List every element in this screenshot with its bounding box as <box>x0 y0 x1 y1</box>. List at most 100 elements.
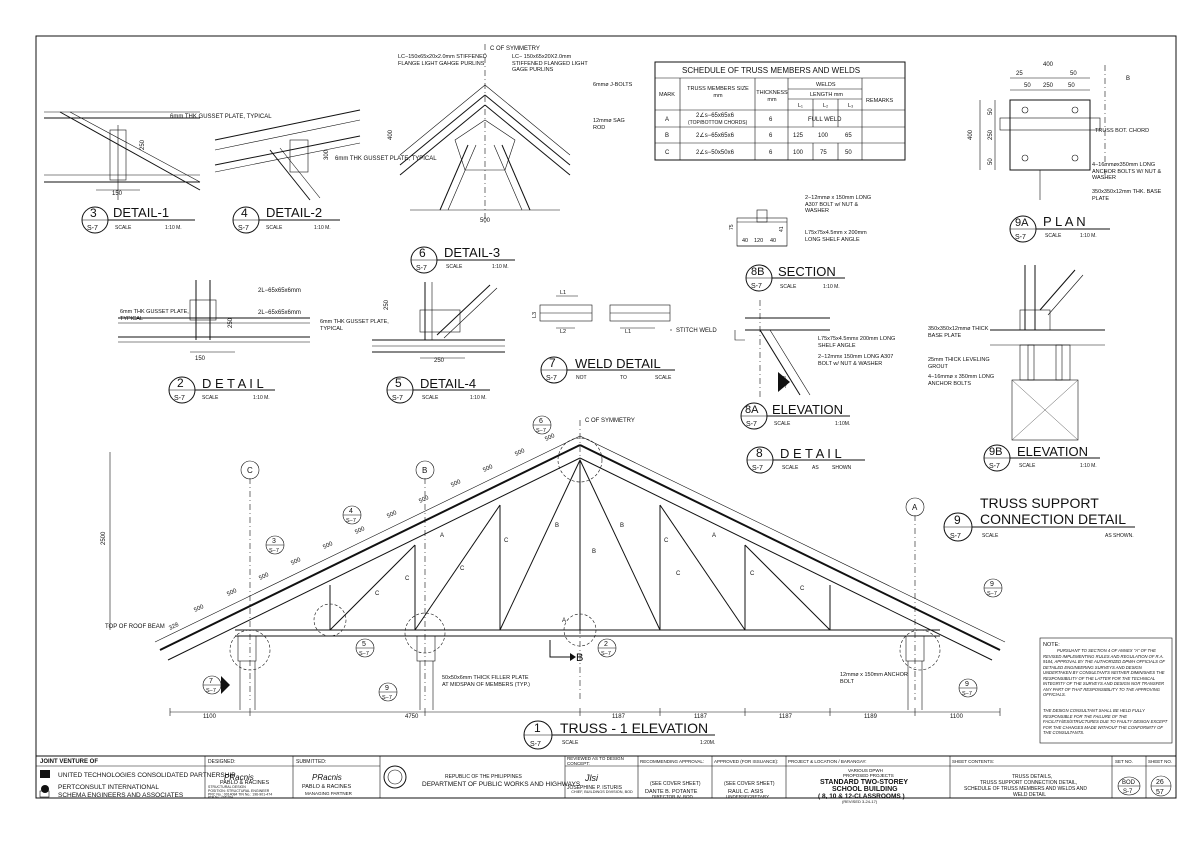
schedule-header-thickness: THICKNESS mm <box>756 90 788 103</box>
detail-9-label-1: TRUSS SUPPORT <box>980 495 1099 511</box>
schedule-header-l1: L₁ <box>798 103 803 109</box>
detail-2b-sheet: S-7 <box>174 395 185 402</box>
elevation-8a-number: 8A <box>745 404 759 416</box>
detail-3-scale: SCALE <box>446 264 463 270</box>
member-mark-b-right: B <box>620 523 624 529</box>
callout-9-left-number: 9 <box>385 685 389 692</box>
row-c-l3: 50 <box>845 150 852 156</box>
tb-approved-name: RAUL C. ASIS <box>728 789 764 795</box>
row-c-thickness: 6 <box>769 150 773 156</box>
elevation-9b-sheet: S-7 <box>989 463 1000 470</box>
detail-2b-label: D E T A I L <box>202 376 264 391</box>
callout-4-number: 4 <box>349 508 353 515</box>
truss-panel-4: 500 <box>290 557 302 567</box>
detail-2b-title: 2 S-7 D E T A I L SCALE 1:10 M. <box>168 376 275 404</box>
dpwh-seal <box>383 765 407 789</box>
elevation-8a-sheet: S-7 <box>746 421 757 428</box>
detail-4-scale: SCALE <box>422 395 439 401</box>
member-mark-a-bottom: A <box>562 618 566 624</box>
section-sheet: S-7 <box>751 283 762 290</box>
callout-2-sheet: S−7 <box>601 651 611 657</box>
detail-2-gusset-note: 6mm THK GUSSET PLATE, TYPICAL <box>335 156 437 162</box>
truss-title-number: 1 <box>534 721 541 735</box>
elevation-9b-title: 9B S-7 ELEVATION SCALE 1:10 M. <box>983 444 1100 472</box>
tb-project-1: VARIOUS DPWH <box>848 768 883 773</box>
truss-section-b: B <box>576 652 583 664</box>
plan-dim-250-left: 250 <box>988 129 994 140</box>
truss-dim-3: 1187 <box>612 714 626 720</box>
detail-2b-drawing: 150 250 2L−65x65x6mm 2L−65x65x6mm 6mm TH… <box>118 280 310 362</box>
elevation-8a-title: 8A S-7 ELEVATION SCALE 1:10M. <box>740 402 850 430</box>
tb-sheet-no-2: 57 <box>1156 789 1164 796</box>
tb-department: DEPARTMENT OF PUBLIC WORKS AND HIGHWAYS <box>422 781 581 788</box>
tb-set-no-label: SET NO. <box>1115 759 1133 764</box>
truss-panel-11: 500 <box>514 448 526 458</box>
detail-4-drawing: 250 250 6mm THK GUSSET PLATE, TYPICAL <box>320 282 505 364</box>
section-scale-value: 1:10 M. <box>823 284 840 290</box>
tb-set-no-1: BOD <box>1122 780 1136 786</box>
schedule-header-length: LENGTH mm <box>810 92 843 98</box>
detail-8-scale: SCALE <box>782 465 799 471</box>
detail-9-sheet: S-7 <box>950 533 961 540</box>
row-b-l1: 125 <box>793 133 804 139</box>
member-mark-b-left: B <box>555 523 559 529</box>
plan-sheet: S-7 <box>1015 234 1026 241</box>
tb-recommending-position: DIRECTOR IV, BOD <box>652 794 694 799</box>
member-mark-c-4: C <box>504 538 509 544</box>
callout-2-number: 2 <box>604 641 608 648</box>
grid-c-label: C <box>247 466 253 475</box>
member-mark-c-1: C <box>375 591 380 597</box>
detail-8-label: D E T A I L <box>780 446 842 461</box>
member-mark-c-2: C <box>405 576 410 582</box>
truss-dim-5: 1187 <box>779 714 793 720</box>
elevation-9b-scale-value: 1:10 M. <box>1080 463 1097 469</box>
callout-tag-4: 4 S−7 <box>342 505 362 525</box>
truss-dim-6: 1189 <box>864 714 878 720</box>
plan-dim-50-left: 50 <box>988 108 994 115</box>
detail-2-scale: SCALE <box>266 225 283 231</box>
row-a-size-note: (TOP/BOTTOM CHORDS) <box>688 120 748 126</box>
tb-designed-label: DESIGNED: <box>208 759 236 765</box>
truss-height-dim: 2500 <box>101 531 107 545</box>
detail-8-as: AS <box>812 465 819 471</box>
truss-dim-2: 4750 <box>405 714 419 720</box>
row-b-size: 2∠s−65x65x6 <box>696 132 735 139</box>
table-row: C 2∠s−50x50x6 6 100 75 50 <box>665 149 852 156</box>
truss-panel-8: 500 <box>418 495 430 505</box>
submitter-signature: PRacnis <box>312 773 342 782</box>
section-scale: SCALE <box>780 284 797 290</box>
tb-approved-position: UNDERSECRETARY <box>726 794 769 799</box>
elevation-8a-drawing: 8B S−7 L75x75x4.5mmx 200mm LONG SHELF AN… <box>734 300 895 400</box>
section-dim-41: 41 <box>779 226 785 232</box>
section-dim-40-a: 40 <box>742 238 748 244</box>
member-mark-a-left: A <box>440 533 444 539</box>
tb-reviewed-label: REVIEWED AS TO DESIGN CONCEPT: <box>567 756 624 766</box>
callout-3-number: 3 <box>272 538 276 545</box>
tb-recommending-name: DANTE B. POTANTE <box>645 789 698 795</box>
detail-2-dim-300: 300 <box>324 149 330 160</box>
section-dim-120: 120 <box>754 238 763 244</box>
callout-9-right-top-sheet: S−7 <box>987 591 997 597</box>
schedule-title: SCHEDULE OF TRUSS MEMBERS AND WELDS <box>682 66 860 75</box>
tb-reviewer-position: CHIEF, BUILDINGS DIVISION, BOD <box>571 790 633 794</box>
elevation-8a-label: ELEVATION <box>772 402 843 417</box>
elevation-8a-scale: SCALE <box>774 421 791 427</box>
detail-9-scale: SCALE <box>982 533 999 539</box>
plan-9a-drawing: 400 25 50 50 250 50 400 50 250 50 B TRUS… <box>968 62 1161 202</box>
truss-panel-5: 500 <box>322 541 334 551</box>
elevation-9b-label: ELEVATION <box>1017 444 1088 459</box>
grid-a-label: A <box>912 503 918 512</box>
tb-firm-2: PERTCONSULT INTERNATIONAL <box>58 784 159 791</box>
schedule-header-l3: L₃ <box>848 103 853 109</box>
truss-dim-1: 1100 <box>203 714 217 720</box>
section-label: SECTION <box>778 264 836 279</box>
weld-not: NOT <box>576 375 587 381</box>
tb-project-label: PROJECT & LOCATION / BARANGAY: <box>788 759 867 764</box>
callout-tag-3: 3 S−7 <box>265 535 285 555</box>
plan-dim-50-c: 50 <box>1068 83 1075 89</box>
tb-project-2: PROPOSED PROJECTS <box>843 773 894 778</box>
plan-scale: SCALE <box>1045 233 1062 239</box>
row-b-mark: B <box>665 133 669 139</box>
row-a-mark: A <box>665 117 669 123</box>
